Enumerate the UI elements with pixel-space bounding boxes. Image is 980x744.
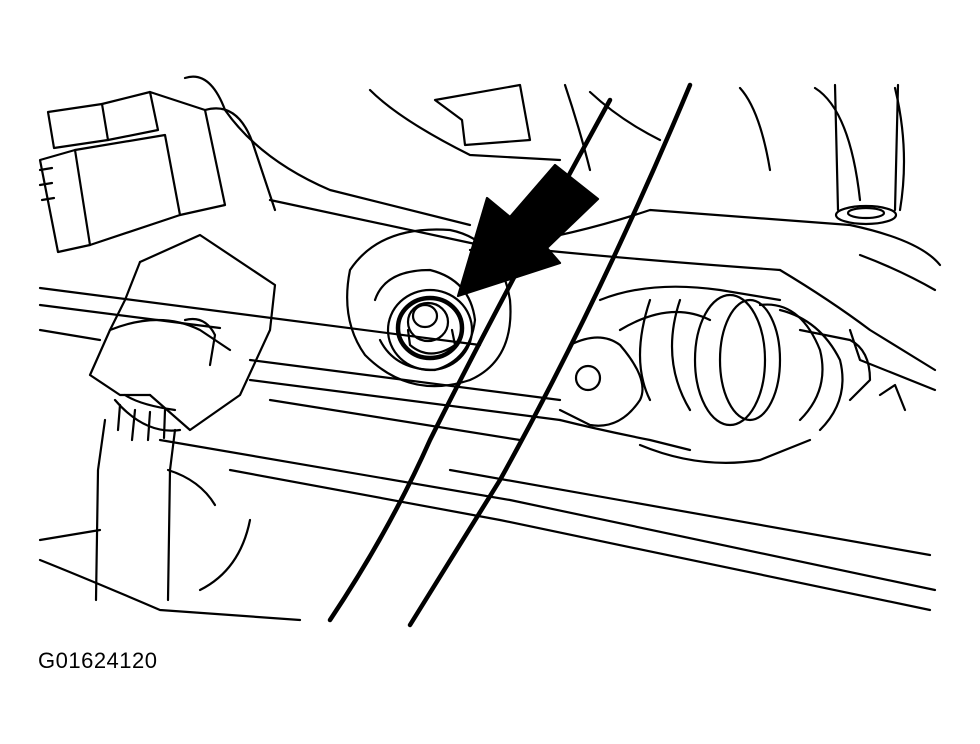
lower-connector [88, 233, 277, 602]
frame-rails [38, 286, 937, 622]
pointer-arrow-icon [456, 163, 600, 298]
shaft-assembly [558, 285, 872, 464]
pivot-bolt [558, 336, 644, 427]
upper-connector [38, 90, 277, 254]
diagonal-hose [327, 82, 693, 628]
upper-right-tube [833, 83, 900, 226]
stud-boss [346, 228, 512, 388]
figure-id-label: G01624120 [38, 648, 158, 673]
engine-component-illustration [38, 75, 942, 628]
upper-shroud [183, 75, 906, 247]
